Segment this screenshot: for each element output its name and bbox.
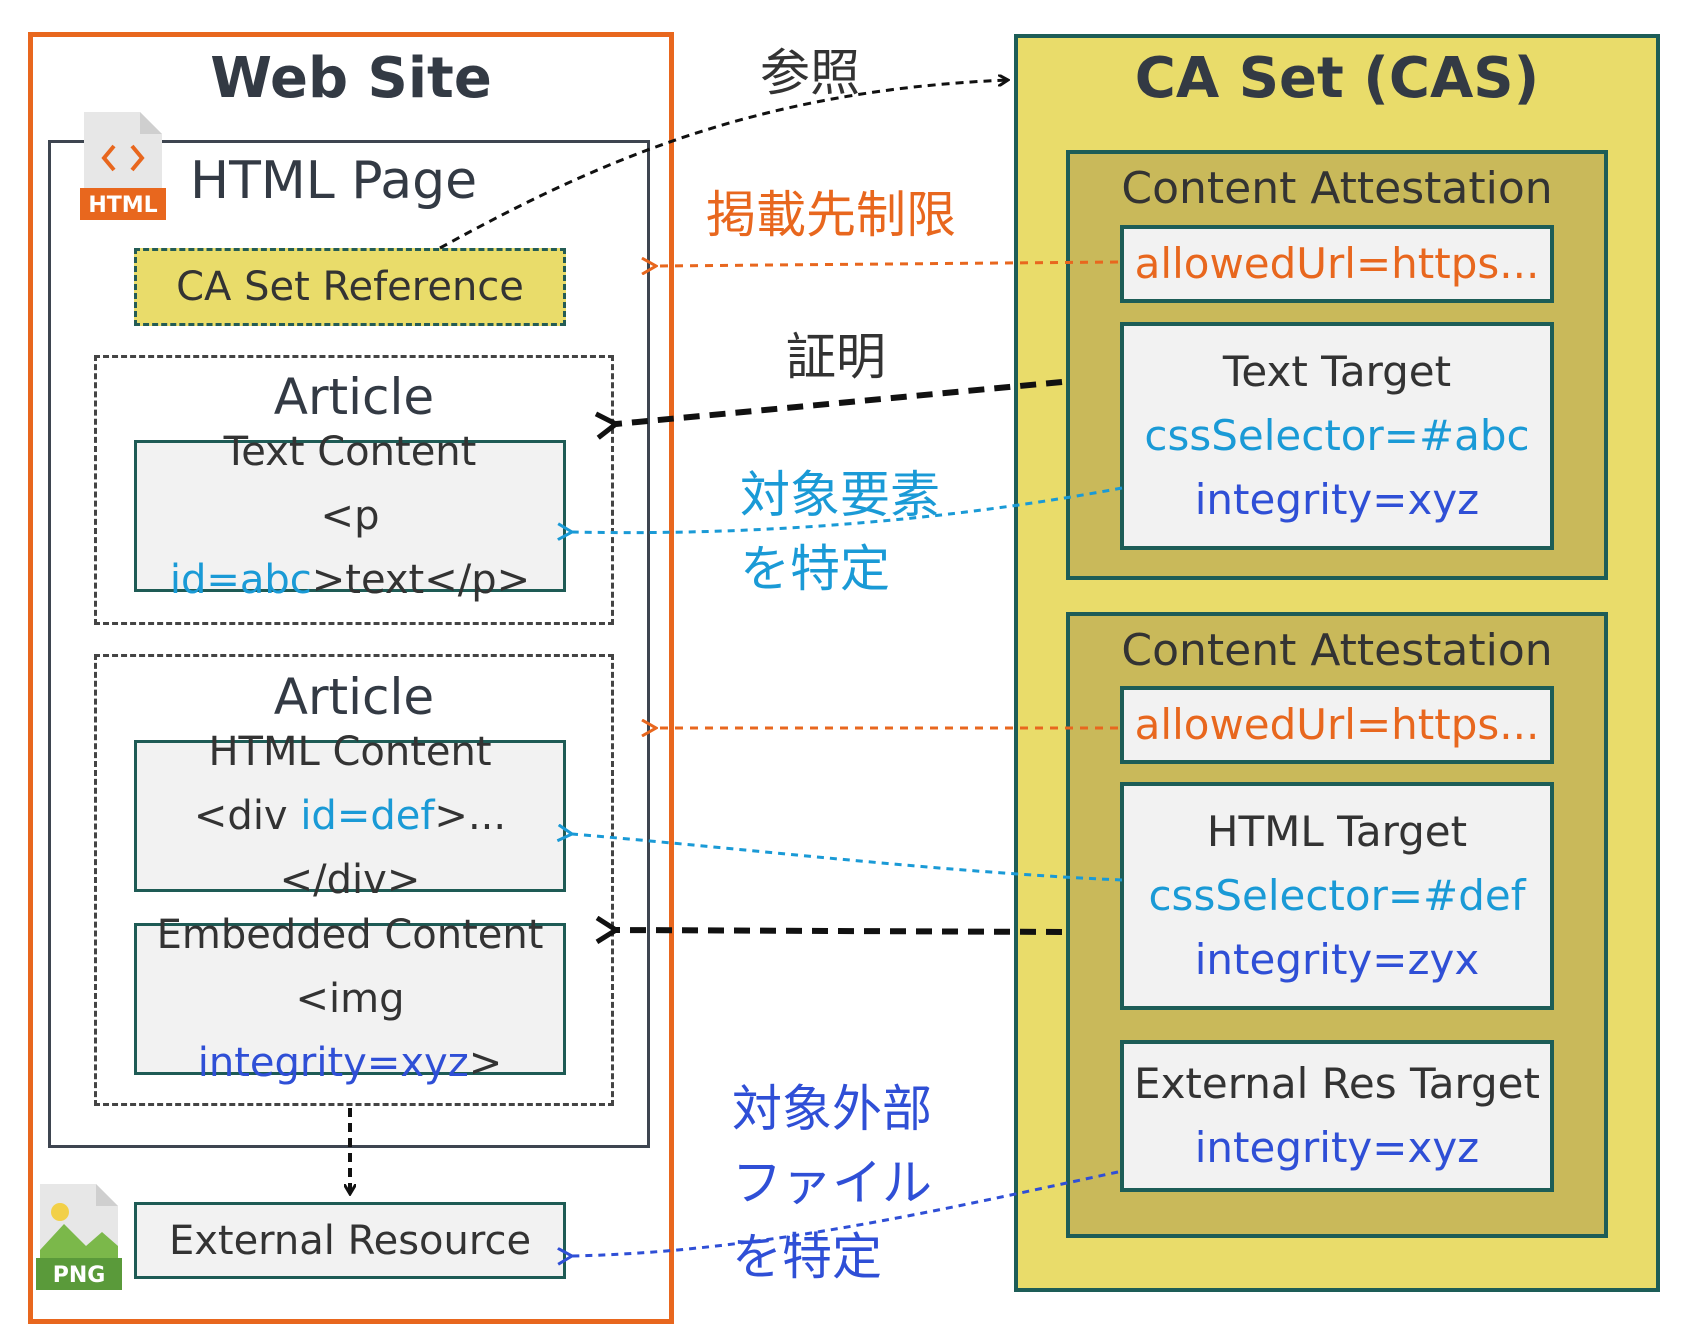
target-title: External Res Target (1134, 1059, 1540, 1108)
content-code: <img integrity=xyz> (197, 976, 503, 1086)
png-image-icon: PNG (36, 1184, 122, 1290)
target-title: Text Target (1222, 347, 1452, 396)
content-title: Text Content (223, 429, 477, 475)
content-title: Embedded Content (156, 912, 544, 958)
content-code: <div id=def>...</div> (193, 793, 507, 903)
text-target-box: Text Target cssSelector=#abc integrity=x… (1120, 322, 1554, 550)
svg-text:PNG: PNG (53, 1263, 106, 1288)
external-res-target-box: External Res Target integrity=xyz (1120, 1040, 1554, 1192)
attestation-title: Content Attestation (1121, 162, 1553, 214)
target-integrity: integrity=zyx (1194, 935, 1480, 984)
html-content-box: HTML Content <div id=def>...</div> (134, 729, 566, 903)
target-selector: cssSelector=#def (1148, 871, 1526, 920)
website-title: Web Site (210, 45, 492, 111)
target-element-label: 対象要素 を特定 (740, 466, 940, 598)
svg-text:HTML: HTML (88, 193, 157, 218)
proof-label: 証明 (786, 328, 886, 386)
content-code: <p id=abc>text</p> (169, 493, 531, 603)
proof-arrow (616, 930, 1063, 932)
ca-set-reference: CA Set Reference (134, 248, 566, 326)
allowed-url-box: allowedUrl=https... (1120, 686, 1554, 764)
target-selector: cssSelector=#abc (1144, 411, 1530, 460)
website-container (28, 32, 674, 1324)
ca-set-title: CA Set (CAS) (1134, 45, 1540, 111)
reference-label: 参照 (760, 44, 860, 102)
article-title: Article (273, 368, 435, 426)
attestation-title: Content Attestation (1121, 624, 1553, 676)
content-title: HTML Content (208, 729, 492, 775)
target-integrity: integrity=xyz (1194, 1123, 1480, 1172)
restriction-label: 掲載先制限 (706, 186, 956, 244)
html-file-icon: HTML (80, 112, 166, 220)
target-integrity: integrity=xyz (1194, 475, 1480, 524)
html-page-title: HTML Page (190, 151, 478, 211)
allowed-url-box: allowedUrl=https... (1120, 225, 1554, 303)
html-target-box: HTML Target cssSelector=#def integrity=z… (1120, 782, 1554, 1010)
text-content-box: Text Content <p id=abc>text</p> (134, 429, 566, 603)
article-title: Article (273, 668, 435, 726)
external-resource-box: External Resource (134, 1202, 566, 1279)
target-title: HTML Target (1206, 807, 1468, 856)
embedded-content-box: Embedded Content <img integrity=xyz> (134, 912, 566, 1086)
target-external-label: 対象外部 ファイル を特定 (732, 1080, 932, 1286)
